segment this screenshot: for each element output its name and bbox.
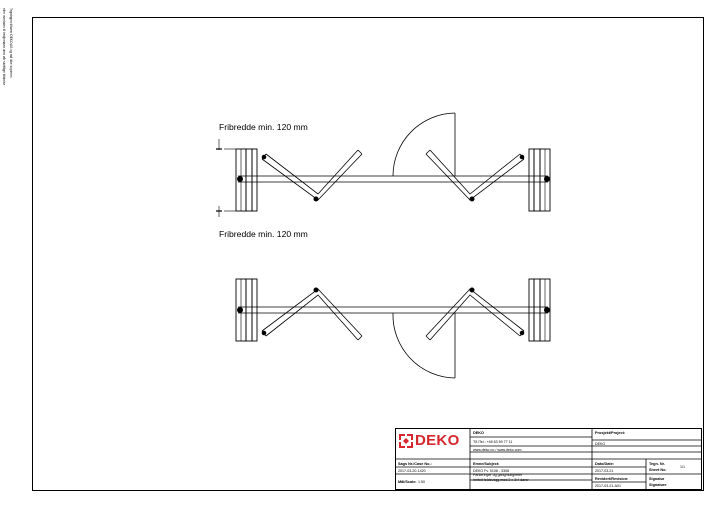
subject-value: DEKO Fv. 0108 - 3308 [473,468,510,473]
logo-cell: DEKO [396,429,471,460]
deko-logo-text: DEKO [415,432,460,449]
revision-cell: Revidert/Revision: 2017-03-21-A01 [593,475,647,490]
deko-logo-mark-icon [399,434,413,448]
sheet-value: 1/1 [680,464,685,469]
case-value: 2017-03-20-1420 [398,469,426,473]
subject-label: Emne/Subject: [473,461,500,466]
folding-wall-top [216,112,551,217]
title-block: DEKO DEKO Tlf./Tel.: +46 63 59 77 11 www… [395,428,702,490]
case-value-cell: 2017-03-20-1420 [396,468,471,475]
signature-cell: Signatur Signature [647,475,703,490]
subject-line-3: Innfelt foldevegg med 2 x 3/4 dører [473,477,529,482]
project-value-cell: DEKO [593,441,703,447]
case-label: Sags Nr./Case No.: [398,461,432,466]
sheet-label-en: Sheet No. [649,468,667,472]
company-name-cell: DEKO [471,429,593,438]
project-cell: Prosjekt/Project: [593,429,703,441]
company-name: DEKO [473,431,484,435]
date-value-cell: 2017-03-21 [593,468,647,475]
project-label: Prosjekt/Project: [595,431,626,435]
date-value: 2017-03-21 [595,469,614,473]
company-web: www.deko.no / www.deko.com [473,447,522,452]
scale-label: Mål/Scale: [398,480,417,484]
date-label-cell: Dato/Date: [593,460,647,468]
scale-value: 1:50 [418,480,425,484]
scale-cell: Mål/Scale: 1:50 [396,475,471,490]
clear-width-label-top: Fribredde min. 120 mm [219,122,308,132]
date-label: Dato/Date: [595,461,614,466]
drawing-sheet-border [32,17,704,491]
title-block-grid [395,428,702,490]
folding-wall-bottom [235,278,551,379]
deko-logo: DEKO [399,432,460,449]
subject-value-cell: DEKO Fv. 0108 - 3308 Parkeringer og gang… [471,468,593,482]
sheet-label: Tegn. Nr. [649,462,665,466]
web-cell: www.deko.no / www.deko.com [471,447,593,453]
case-label-cell: Sags Nr./Case No.: [396,460,471,468]
company-phone: Tlf./Tel.: +46 63 59 77 11 [473,439,513,444]
revision-label: Revidert/Revision: [595,476,629,481]
subject-line-2: Parkeringer og gangmuligheter [473,473,523,477]
revision-value: 2017-03-21-A01 [595,484,621,488]
subject-label-cell: Emne/Subject: [471,460,593,468]
signature-label-en: Signature [649,483,667,487]
sheet-cell: Tegn. Nr. Sheet No. 1/1 [647,460,703,475]
signature-label: Signatur [649,477,665,481]
phone-cell: Tlf./Tel.: +46 63 59 77 11 [471,438,593,447]
project-value: DEKO [595,441,606,446]
clear-width-label-bottom: Fribredde min. 120 mm [219,229,308,239]
